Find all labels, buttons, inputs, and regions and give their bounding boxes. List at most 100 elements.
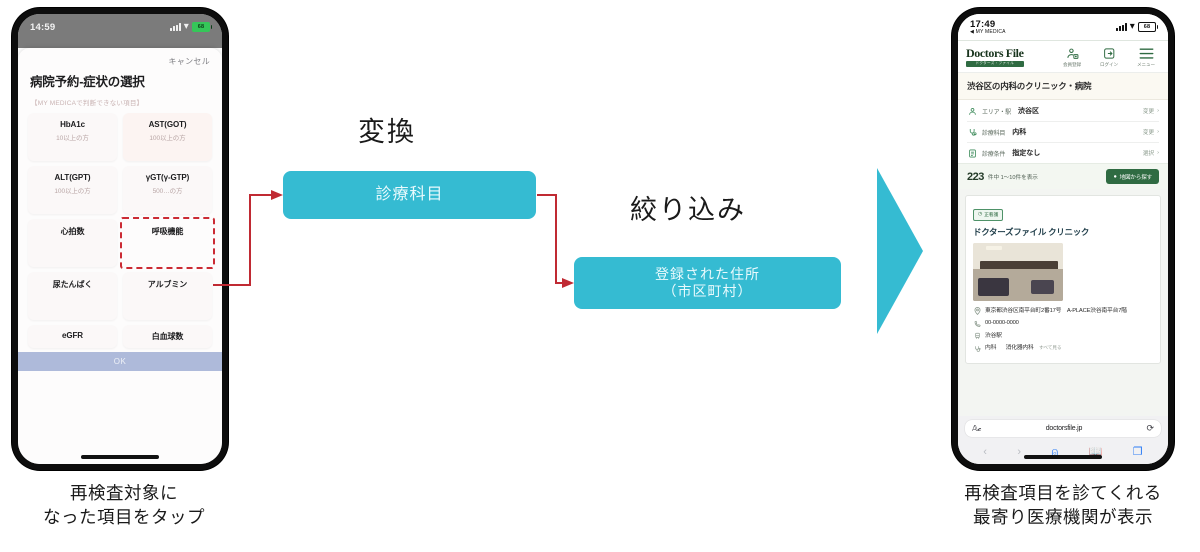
header-action-menu[interactable]: メニュー [1132,46,1160,68]
filter-action-label: 選択 [1142,151,1155,157]
area-icon [967,106,977,116]
battery-icon: 68 [192,22,212,32]
symptom-tile[interactable]: 白血球数 [123,325,212,348]
site-header: Doctors File ドクターズ・ファイル 会員登録 [958,40,1168,73]
symptom-tile-name: HbA1c [60,120,85,129]
header-action-label: ログイン [1100,62,1118,67]
clinic-photo [973,242,1063,301]
bookmarks-icon[interactable]: 📖 [1088,445,1103,458]
clinic-phone[interactable]: 00-0000-0000 [985,320,1019,326]
caption-left: 再検査対象に なった項目をタップ [18,482,230,529]
symptom-tile[interactable]: 心拍数 [28,219,117,267]
status-badge-label: 正看護 [984,213,999,218]
status-source-app: MY MEDICA [975,29,1006,35]
filter-row[interactable]: エリア・駅渋谷区変更› [967,101,1159,122]
symptom-tile[interactable]: eGFR [28,325,117,348]
home-indicator [81,455,159,459]
status-left: 17:49 ◀ MY MEDICA [970,19,1006,35]
flow-label-convert: 変換 [358,117,416,147]
symptom-tile-name: eGFR [62,331,83,340]
right-phone-screen: 17:49 ◀ MY MEDICA ▾ 68 Doctors File ドクター… [958,14,1168,464]
symptom-tile-name: 心拍数 [60,227,85,236]
symptom-tile-sub: 10以上の方 [56,135,89,142]
battery-icon: 68 [1138,22,1158,32]
department-icon [967,127,977,137]
doctors-file-app: 17:49 ◀ MY MEDICA ▾ 68 Doctors File ドクター… [958,14,1168,464]
department-secondary: 消化器内科 [1005,345,1034,351]
caption-left-line2: なった項目をタップ [43,506,205,527]
clinic-station-row: 渋谷駅 [973,332,1153,341]
header-actions: 会員登録 ログイン [1058,46,1160,68]
wifi-icon: ▾ [1129,21,1135,32]
header-action-login[interactable]: ログイン [1095,46,1123,68]
symptom-tile[interactable]: γGT(γ-GTP)500…の方 [123,166,212,214]
location-icon [973,307,981,316]
caption-right-line1: 再検査項目を診てくれる [964,483,1162,503]
status-time: 17:49 [970,19,996,30]
cancel-button[interactable]: キャンセル [168,57,210,66]
symptom-tile-sub: 500…の方 [152,188,183,195]
symptom-tile-sub: 100以上の方 [54,188,91,195]
symptom-tile-name: アルブミン [147,280,188,289]
left-phone-screen: 14:59 ▾ 68 キャンセル 病院予約-症状の選択 【MY MEDICAで判… [18,14,222,464]
chevron-right-icon: › [1157,129,1159,135]
phone-icon [973,319,981,328]
reload-icon[interactable]: ⟳ [1146,423,1154,433]
clinic-name[interactable]: ドクターズファイル クリニック [973,226,1090,237]
left-dimmed-backdrop: 14:59 ▾ 68 [18,14,222,48]
sheet-subtitle: 【MY MEDICAで判断できない項目】 [31,100,144,107]
header-action-member-register[interactable]: 会員登録 [1058,46,1086,68]
symptom-tile[interactable]: ALT(GPT)100以上の方 [28,166,117,214]
clock-icon: ◷ [978,212,983,217]
symptom-tile[interactable]: HbA1c 10以上の方 [28,113,117,161]
clinic-phone-row: 00-0000-0000 [973,319,1153,328]
ok-button[interactable]: OK [18,352,222,371]
site-logo-subtext: ドクターズ・ファイル [966,61,1024,67]
filter-list: エリア・駅渋谷区変更›診療科目内科変更›診療条件指定なし選択› [958,100,1168,163]
filter-action[interactable]: 変更› [1143,107,1159,115]
tabs-icon[interactable]: ❐ [1132,445,1143,458]
symptom-tile[interactable]: アルブミン [123,272,212,320]
filter-row[interactable]: 診療科目内科変更› [967,122,1159,143]
header-action-label: メニュー [1137,62,1155,67]
browser-url-bar: 𝔸𝓬 doctorsfile.jp ⟳ [958,416,1168,440]
site-logo[interactable]: Doctors File ドクターズ・ファイル [966,47,1024,67]
filter-row[interactable]: 診療条件指定なし選択› [967,143,1159,163]
filter-action-label: 変更 [1142,109,1155,115]
filter-action[interactable]: 変更› [1143,128,1159,136]
filter-action-label: 変更 [1142,130,1155,136]
forward-icon[interactable]: › [1017,445,1022,458]
member-register-icon [1058,46,1086,60]
flow-label-filter: 絞り込み [630,195,746,225]
back-icon[interactable]: ‹ [983,445,987,458]
flow-box-department: 診療科目 [283,171,536,219]
text-size-icon[interactable]: 𝔸𝓬 [972,423,982,433]
caption-right: 再検査項目を診てくれる 最寄り医療機関が表示 [938,482,1188,529]
chevron-right-icon: › [1157,150,1159,156]
menu-icon [1132,46,1160,60]
cellular-signal-icon [1115,23,1127,31]
result-arrow-icon [877,168,923,334]
map-search-label: 地図から探す [1119,174,1153,181]
departments-show-all[interactable]: すべて見る [1039,346,1062,351]
filter-value: 渋谷区 [1018,108,1040,115]
page-title: 渋谷区の内科のクリニック・病院 [958,73,1168,100]
browser-url-field[interactable]: 𝔸𝓬 doctorsfile.jp ⟳ [965,420,1161,437]
browser-url-text: doctorsfile.jp [1045,425,1083,432]
filter-action[interactable]: 選択› [1143,149,1159,157]
symptom-tile[interactable]: 尿たんぱく [28,272,117,320]
clinic-card[interactable]: ◷ 正看護 ドクターズファイル クリニック [965,195,1161,364]
clinic-departments-row: 内科 消化器内科 すべて見る [973,344,1153,353]
symptom-tile[interactable]: 呼吸機能 [120,217,215,269]
share-icon[interactable]: ⍝ [1051,445,1059,458]
result-count: 223 [967,170,984,183]
status-indicators: ▾ 68 [169,22,212,32]
login-icon [1095,46,1123,60]
symptom-tile[interactable]: AST(GOT)100以上の方 [123,113,212,161]
clinic-station: 渋谷駅 [985,332,1002,339]
map-search-button[interactable]: ● 地図から探す [1106,169,1159,184]
symptom-tile-name: 尿たんぱく [52,280,93,289]
header-action-label: 会員登録 [1063,62,1081,67]
